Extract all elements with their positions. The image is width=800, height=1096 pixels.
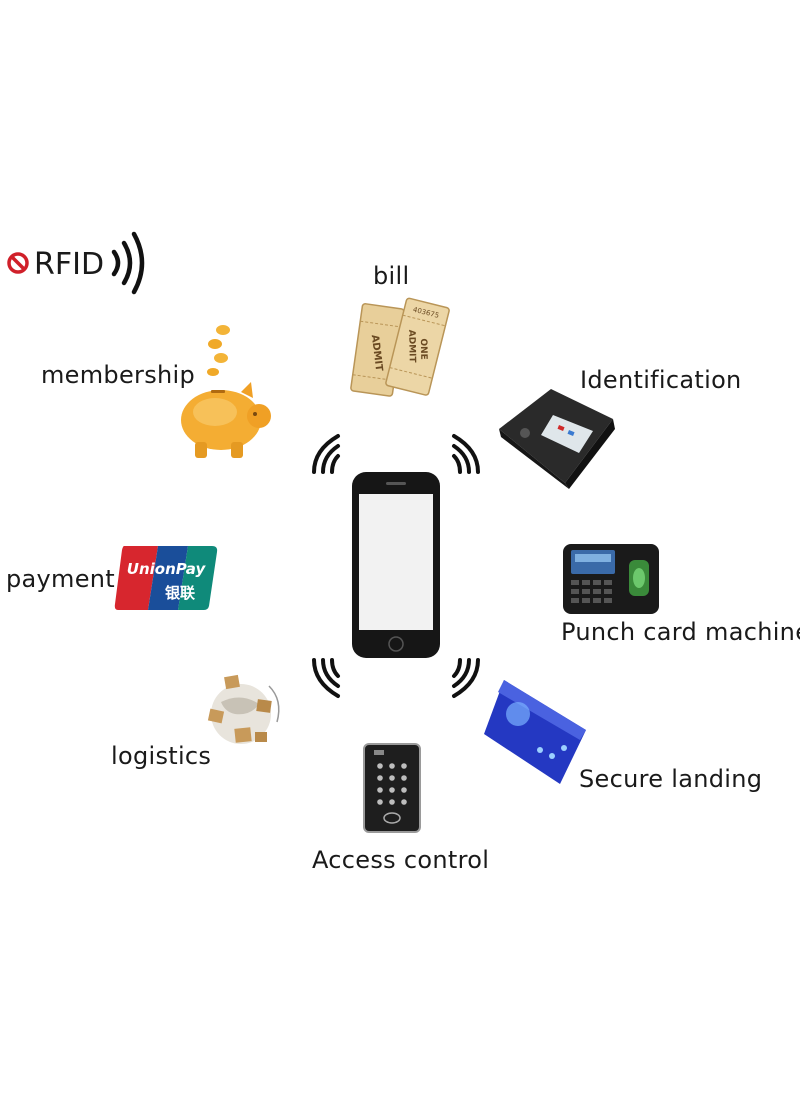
secure-landing-card-icon: [482, 678, 588, 788]
phone-nfc-group: [310, 428, 490, 700]
signal-waves-icon: [111, 231, 145, 295]
logistics-globe-icon: [195, 670, 287, 755]
wave-bottom-right-icon: [452, 658, 480, 698]
wave-top-right-icon: [452, 434, 480, 474]
label-payment: payment: [6, 565, 116, 593]
label-membership: membership: [41, 361, 196, 389]
rfid-logo: RFID: [4, 228, 154, 298]
no-sign-icon: [7, 252, 29, 274]
smartphone-icon: [352, 472, 440, 658]
wave-bottom-left-icon: [312, 658, 340, 698]
label-logistics: logistics: [111, 742, 212, 770]
identification-terminal-icon: [495, 385, 617, 490]
label-bill: bill: [373, 262, 410, 290]
rfid-text: RFID: [34, 247, 104, 282]
unionpay-card-icon: UnionPay 银联: [114, 544, 218, 612]
label-identification: Identification: [580, 366, 742, 394]
ticket-admit-text: ADMIT: [406, 330, 417, 364]
ticket-icon: ADMIT 403675 ADMIT ONE: [348, 297, 450, 408]
wave-top-left-icon: [312, 434, 340, 474]
label-secure-landing: Secure landing: [579, 765, 763, 793]
label-access-control: Access control: [312, 846, 490, 874]
ticket-one-text: ONE: [418, 338, 428, 360]
piggy-bank-icon: [175, 320, 275, 470]
punch-card-machine-icon: [559, 540, 663, 618]
label-punch-card-machine: Punch card machine: [561, 618, 800, 646]
unionpay-cn-text: 银联: [165, 584, 196, 602]
ticket-text: ADMIT: [369, 334, 384, 372]
access-control-keypad-icon: [362, 742, 422, 834]
unionpay-brand-text: UnionPay: [127, 560, 207, 578]
